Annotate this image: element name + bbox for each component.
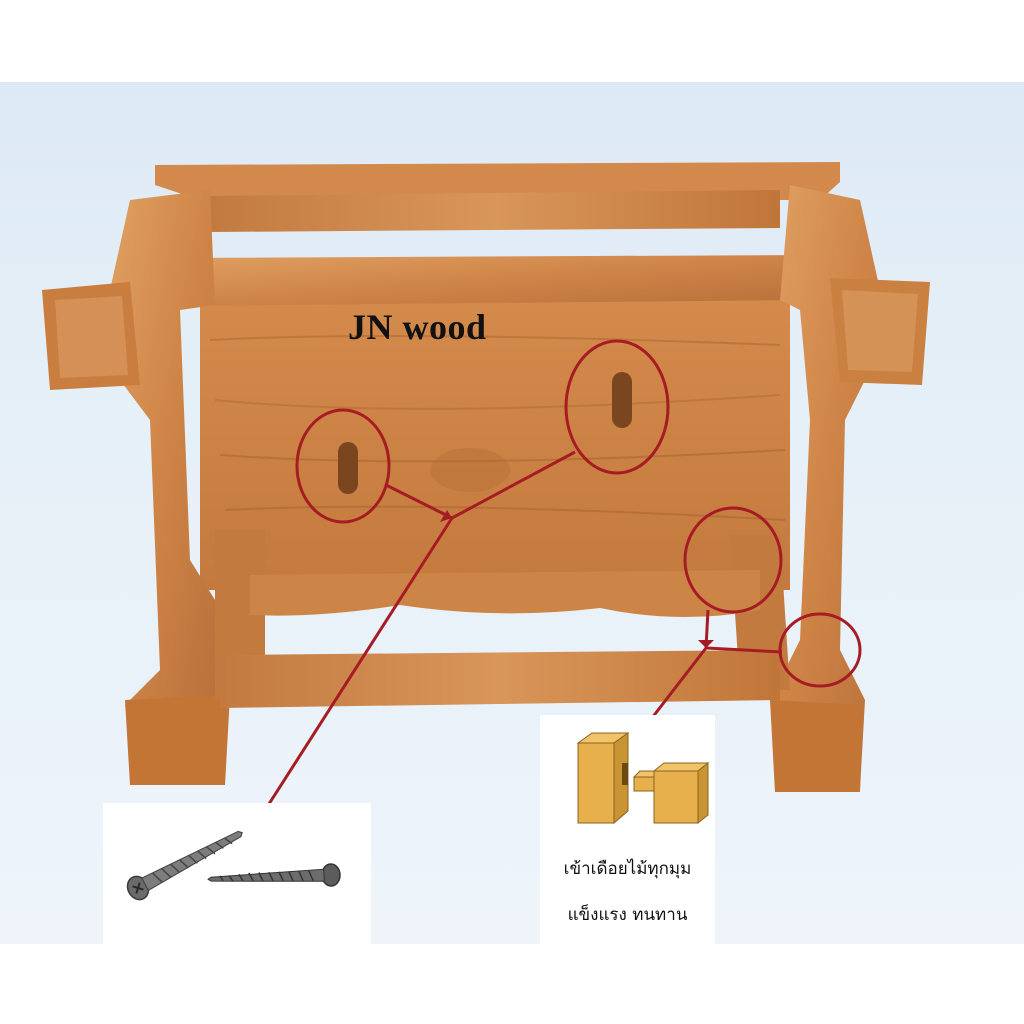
screw-icon <box>126 830 341 901</box>
joint-caption-line1: เข้าเดือยไม้ทุกมุม <box>563 859 692 879</box>
joint-caption-line2: แข็งแรง ทนทาน <box>567 905 688 925</box>
annotation-circle-joint-upper <box>683 506 783 614</box>
annotation-lines <box>258 450 783 819</box>
mortise-tenon-joint-icon <box>576 732 710 825</box>
annotation-arrowheads <box>440 510 714 648</box>
annotation-circle-right-hole <box>564 339 670 475</box>
joint-inset: เข้าเดือยไม้ทุกมุม แข็งแรง ทนทาน <box>540 715 715 944</box>
right-leg <box>770 185 930 792</box>
seat-rim <box>155 162 840 306</box>
seat-underside <box>200 300 790 590</box>
screw-slots <box>338 372 632 494</box>
annotation-circle-left-hole <box>295 408 391 524</box>
brand-label: JN wood <box>348 307 487 347</box>
left-leg <box>42 190 230 785</box>
annotation-circle-joint-lower <box>778 612 862 688</box>
screw-inset <box>103 803 371 944</box>
stretchers <box>215 530 790 708</box>
annotation-circles <box>295 339 862 688</box>
